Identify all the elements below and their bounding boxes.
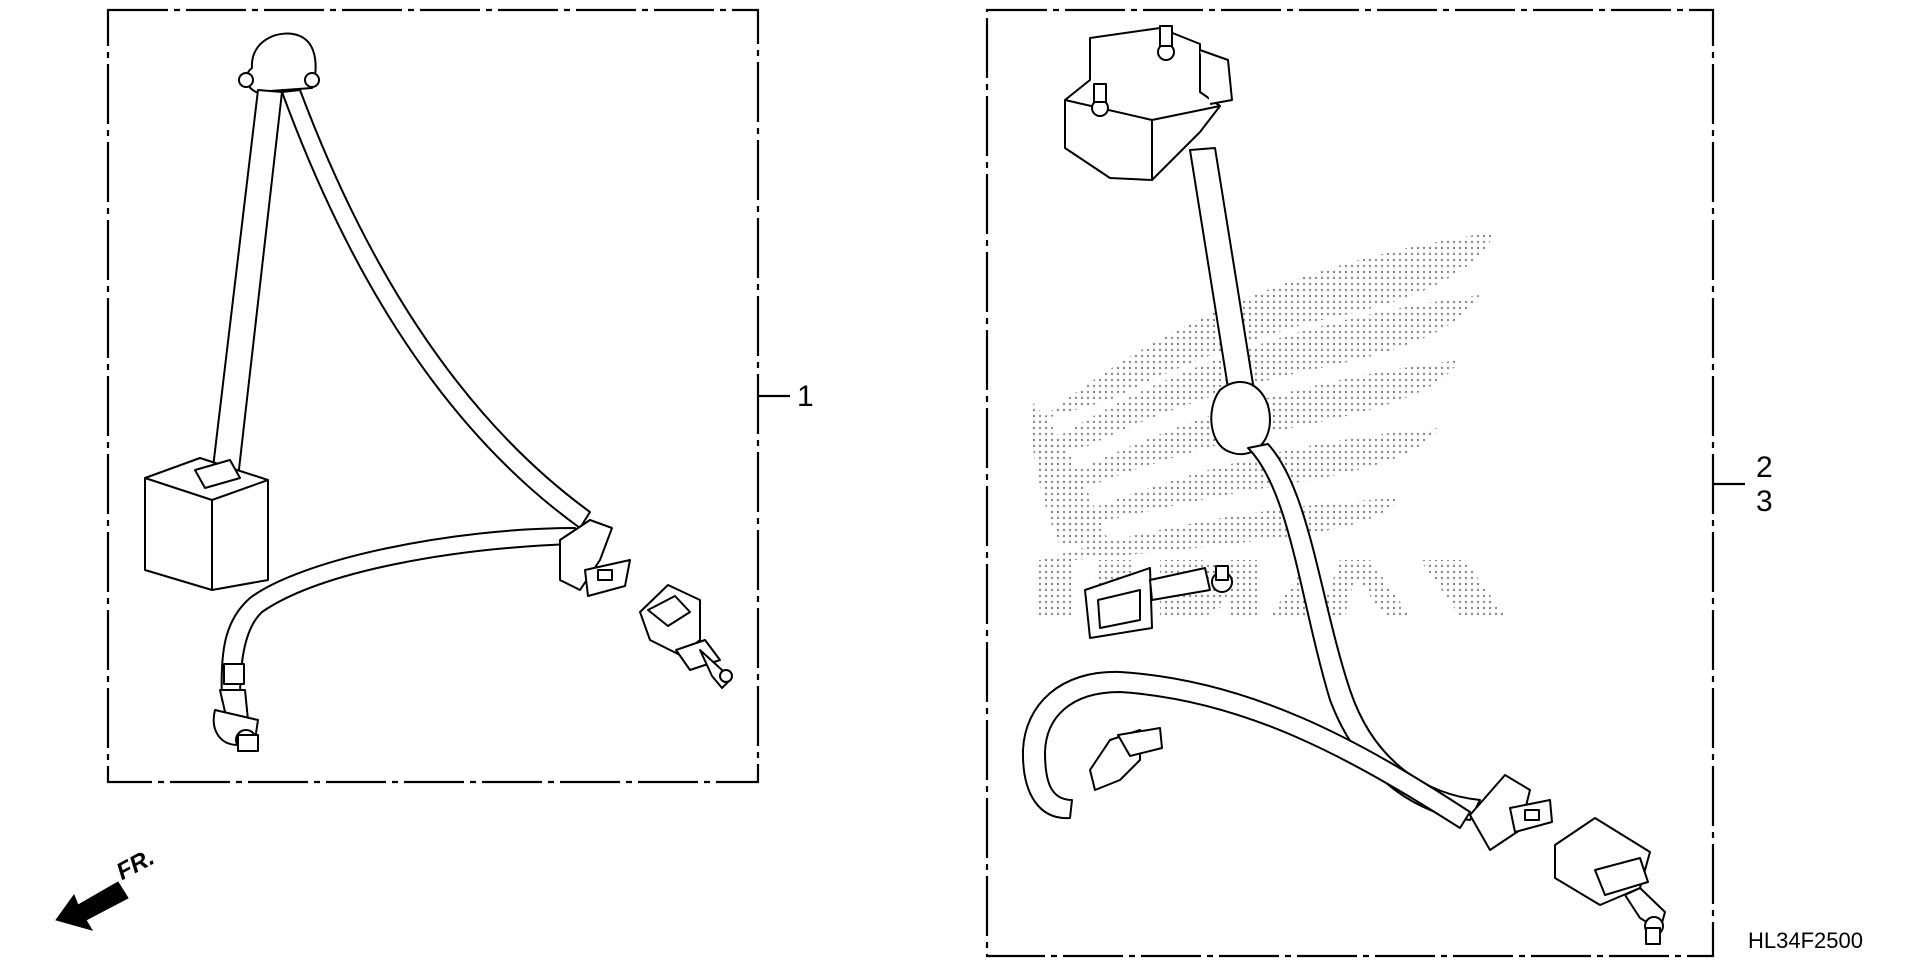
part-1-group-box — [106, 8, 760, 784]
seat-belt-assembly-1 — [144, 32, 733, 752]
callout-part-2: 2 — [1756, 451, 1773, 484]
callout-part-1: 1 — [797, 380, 814, 413]
front-direction-arrow-icon — [55, 881, 129, 931]
seat-belt-assembly-2-3 — [1021, 25, 1666, 945]
diagram-code: HL34F2500 — [1748, 928, 1863, 953]
callout-part-3: 3 — [1756, 485, 1773, 518]
